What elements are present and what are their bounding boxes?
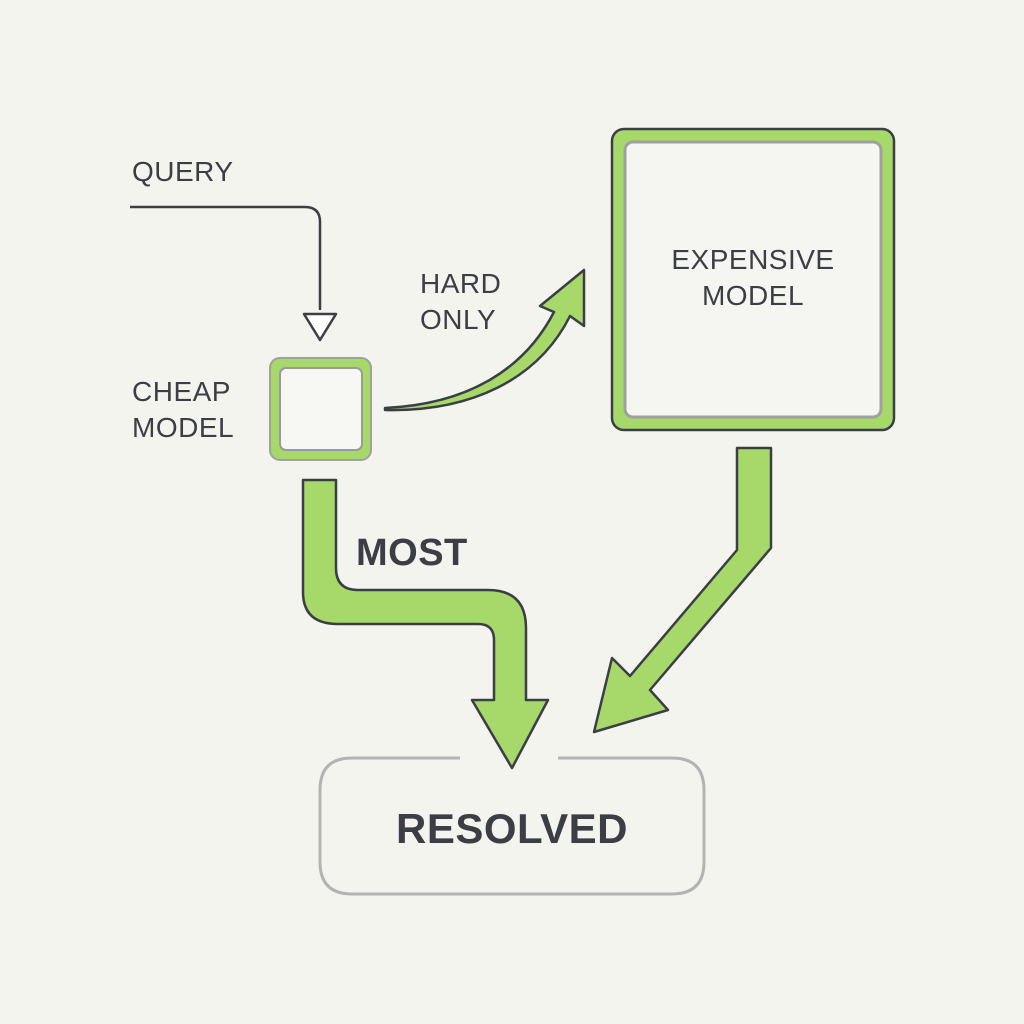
- expensive-model-label-line1: EXPENSIVE: [671, 244, 835, 275]
- cheap-model-label-line1: CHEAP: [132, 376, 231, 407]
- expensive-to-resolved-arrow: [592, 446, 773, 734]
- query-arrow: [130, 205, 338, 342]
- cheap-model-label-line2: MODEL: [132, 412, 235, 443]
- most-label: MOST: [356, 532, 468, 574]
- cheap-model-box: [269, 357, 372, 461]
- cheap-model-label: CHEAP MODEL: [132, 374, 234, 446]
- expensive-model-label-line2: MODEL: [701, 280, 805, 311]
- hard-only-label: HARD ONLY: [420, 266, 501, 338]
- expensive-model-box: [610, 127, 896, 432]
- hard-only-label-line2: ONLY: [420, 304, 497, 335]
- query-label: QUERY: [132, 156, 234, 187]
- expensive-model-label: EXPENSIVE MODEL: [625, 242, 881, 314]
- resolved-label: RESOLVED: [396, 805, 628, 852]
- resolved-box: [318, 756, 706, 896]
- most-arrow: [301, 478, 550, 770]
- hard-only-arrow: [383, 268, 586, 412]
- hard-only-label-line1: HARD: [420, 268, 502, 299]
